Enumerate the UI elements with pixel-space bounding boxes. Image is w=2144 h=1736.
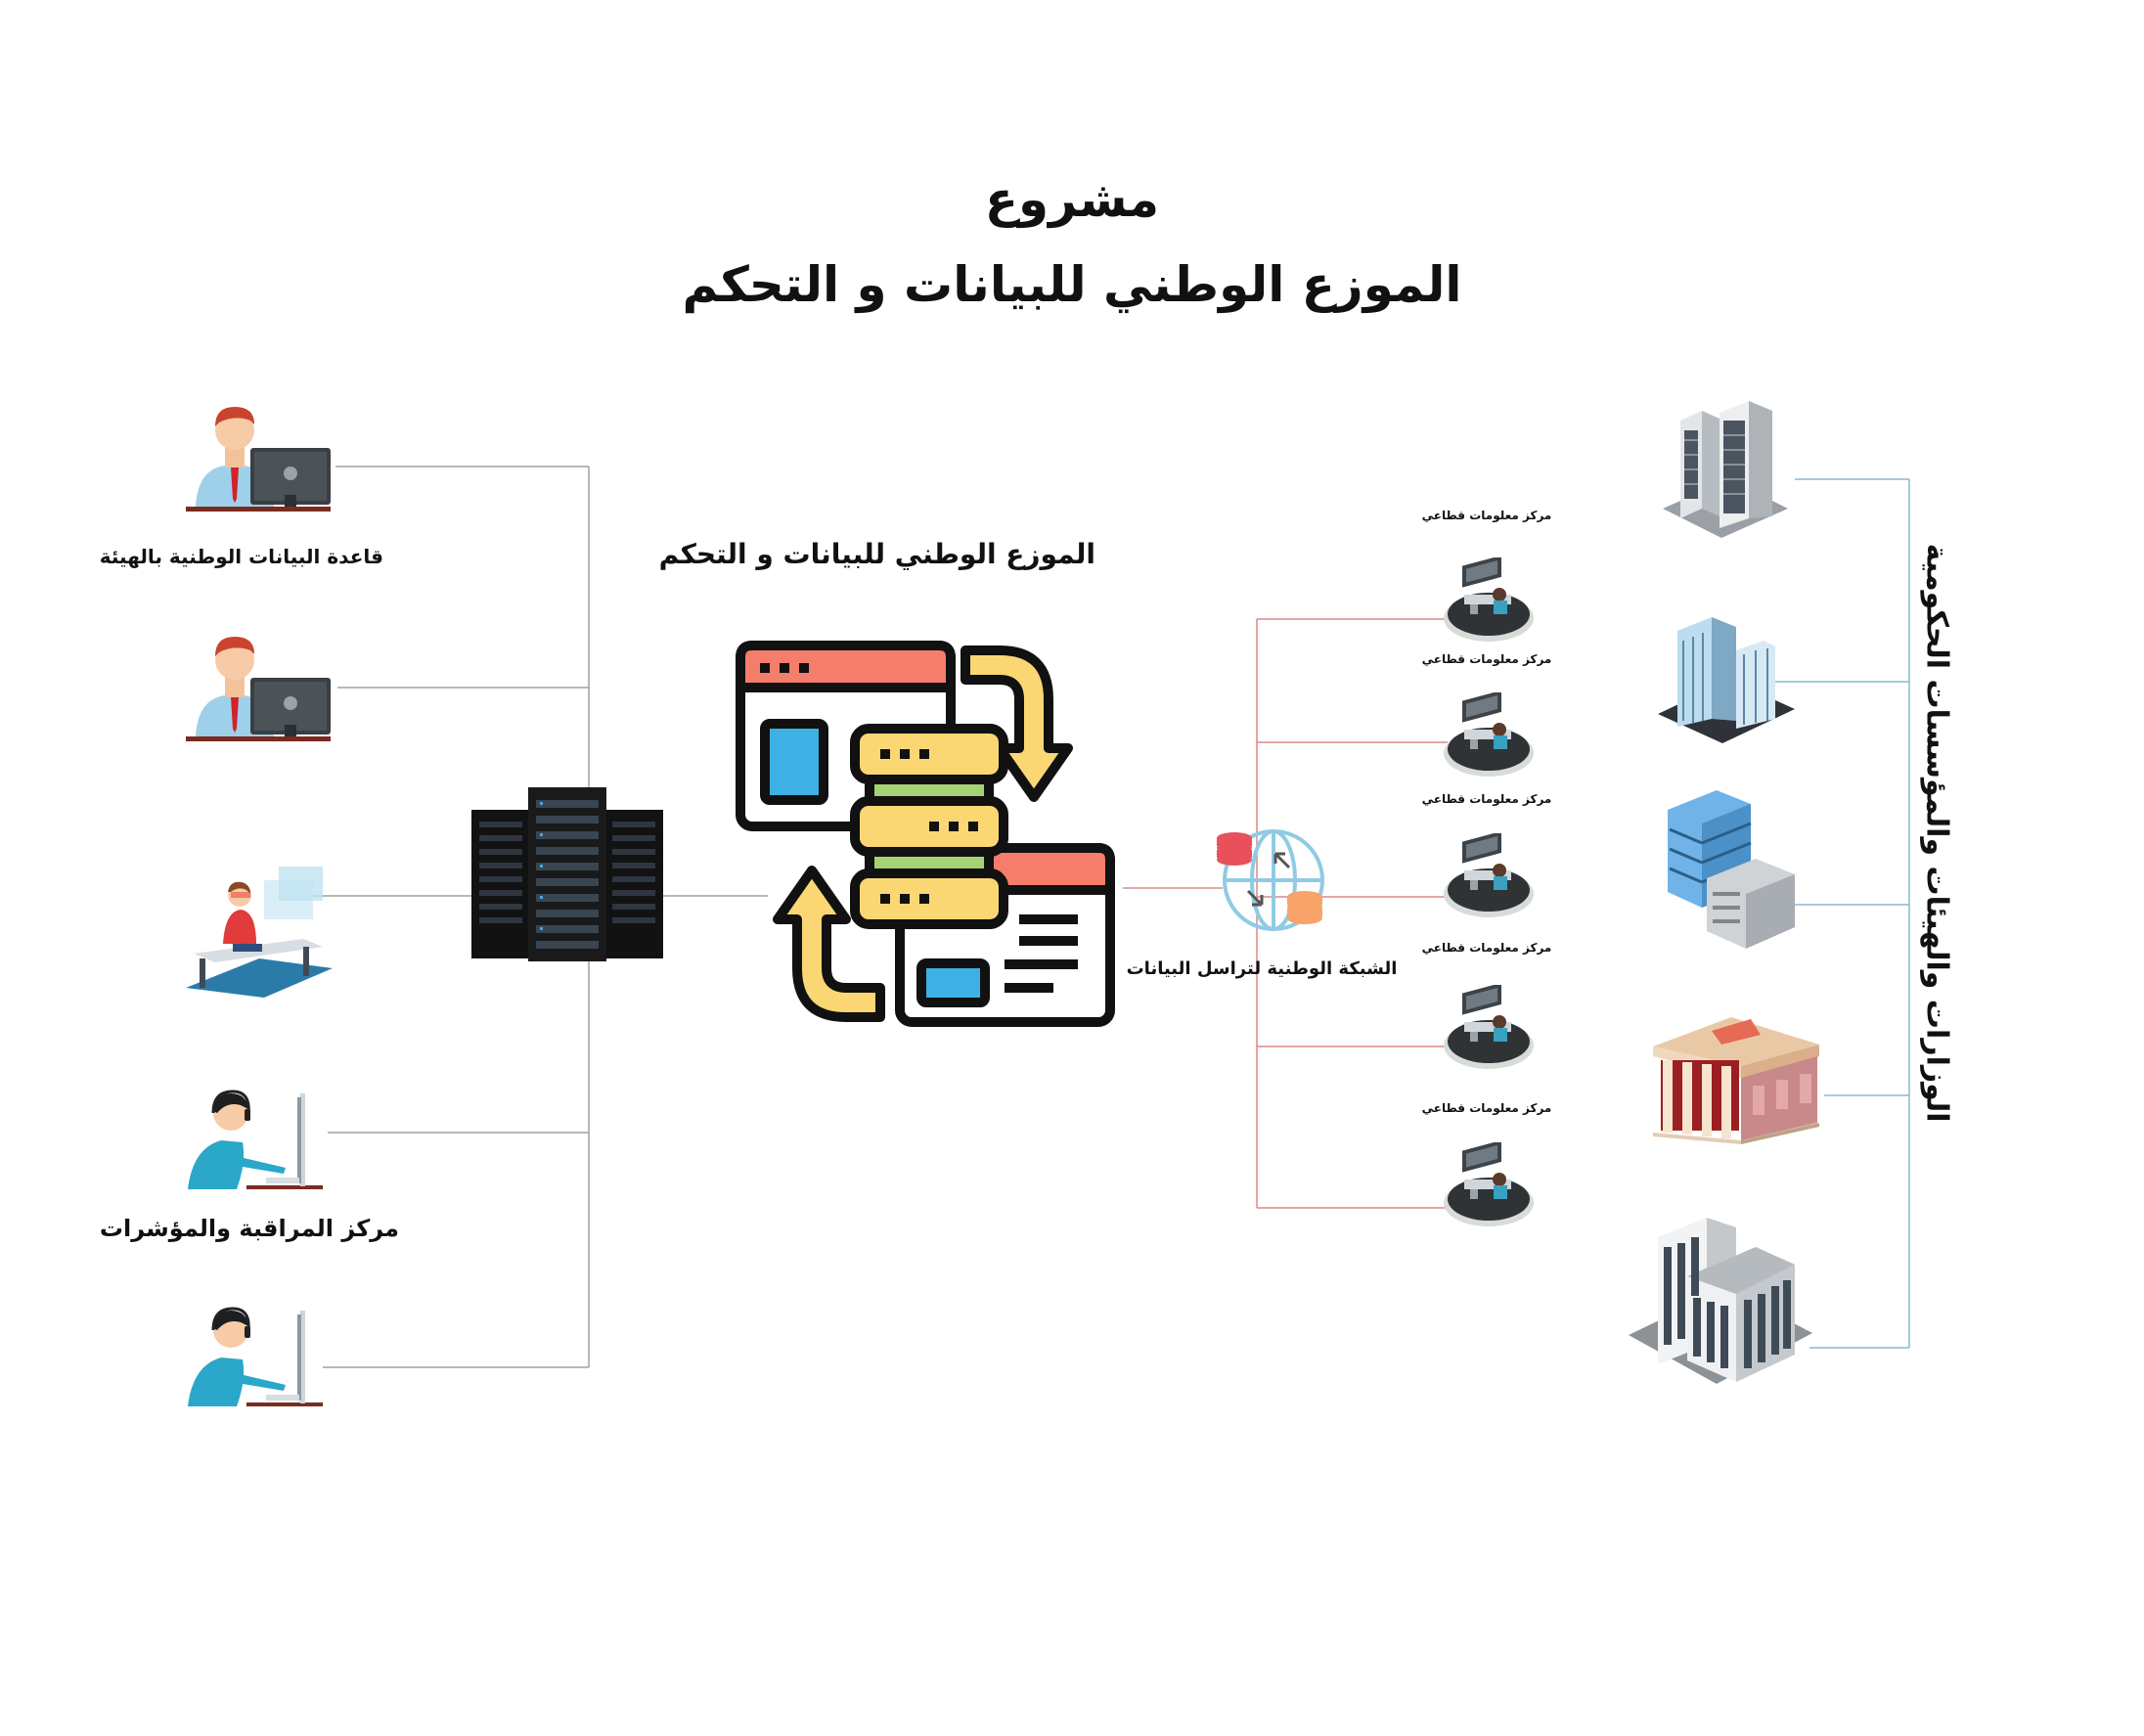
- support-agent-icon: [188, 1090, 323, 1189]
- network-globe-icon: [1217, 829, 1324, 931]
- page-title-line2: الموزع الوطني للبيانات و التحكم: [682, 256, 1462, 313]
- sector-center-label: مركز معلومات قطاعي: [1421, 652, 1552, 666]
- page-title-line1: مشروع: [984, 171, 1160, 228]
- sector-center-icon: [1444, 557, 1534, 642]
- sector-center-label: مركز معلومات قطاعي: [1421, 792, 1552, 806]
- sector-center-icon: [1444, 692, 1534, 777]
- ministries-label: الوزارات والهيئات والمؤسسات الحكومية: [1919, 543, 1954, 1123]
- office-worker-icon: [186, 637, 331, 741]
- sector-center-label: مركز معلومات قطاعي: [1421, 1101, 1552, 1115]
- analyst-desk-icon: [186, 867, 333, 998]
- modern-building-icon: [1668, 790, 1795, 949]
- office-worker-icon: [186, 407, 331, 512]
- classical-government-building-icon: [1653, 1017, 1819, 1144]
- monitoring-label: مركز المراقبة والمؤشرات: [99, 1215, 399, 1242]
- sector-center-label: مركز معلومات قطاعي: [1421, 941, 1552, 955]
- sector-center-icon: [1444, 985, 1534, 1069]
- large-office-building-icon: [1629, 1218, 1812, 1384]
- data-distributor-icon: [736, 641, 1115, 1027]
- sector-center-icon: [1444, 833, 1534, 917]
- server-racks-icon: [471, 787, 663, 961]
- network-label: الشبكة الوطنية لتراسل البيانات: [1126, 958, 1398, 979]
- office-towers-icon: [1663, 401, 1788, 538]
- glass-office-building-icon: [1658, 617, 1795, 743]
- center-label: الموزع الوطني للبيانات و التحكم: [658, 538, 1095, 570]
- ministries-connector-tree: [1761, 478, 1910, 1349]
- database-label: قاعدة البيانات الوطنية بالهيئة: [99, 545, 383, 568]
- sector-center-icon: [1444, 1142, 1534, 1226]
- sector-center-label: مركز معلومات قطاعي: [1421, 509, 1552, 522]
- support-agent-icon: [188, 1307, 323, 1406]
